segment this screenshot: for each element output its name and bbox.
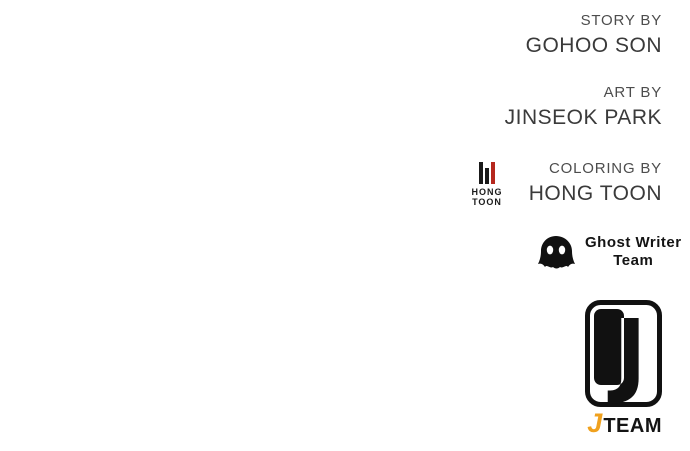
credit-role-label: ART BY	[603, 84, 662, 101]
jteam-wordmark-j: J	[587, 408, 603, 438]
jteam-letter: J	[607, 300, 647, 407]
credit-story: STORY BY GOHOO SON	[526, 12, 662, 58]
hong-toon-word-line1: HONG	[471, 187, 503, 197]
credit-art: ART BY JINSEOK PARK	[505, 84, 662, 130]
bar-icon	[479, 162, 483, 184]
ghost-icon	[536, 234, 576, 270]
jteam-wordmark-team: TEAM	[603, 415, 662, 437]
ghost-writer-text: Ghost Writer Team	[585, 234, 682, 270]
bar-icon	[491, 162, 495, 184]
credit-name: HONG TOON	[528, 182, 662, 205]
bar-icon	[485, 168, 489, 184]
credit-role-label: COLORING BY	[549, 160, 662, 177]
hong-toon-bars-icon	[468, 162, 506, 184]
credit-name: JINSEOK PARK	[504, 106, 662, 129]
credit-coloring: COLORING BY HONG TOON	[529, 160, 662, 206]
ghost-writer-team: Ghost Writer Team	[536, 234, 682, 270]
credit-role-label: STORY BY	[580, 12, 662, 29]
hong-toon-logo: HONG TOON	[468, 162, 506, 207]
credit-name: GOHOO SON	[525, 34, 662, 57]
ghost-writer-line2: Team	[613, 252, 654, 269]
jteam-logo-box: J J	[585, 300, 662, 407]
hong-toon-word-line2: TOON	[472, 197, 502, 207]
jteam-wordmark: J TEAM	[587, 410, 662, 437]
ghost-writer-line1: Ghost Writer	[585, 234, 682, 251]
